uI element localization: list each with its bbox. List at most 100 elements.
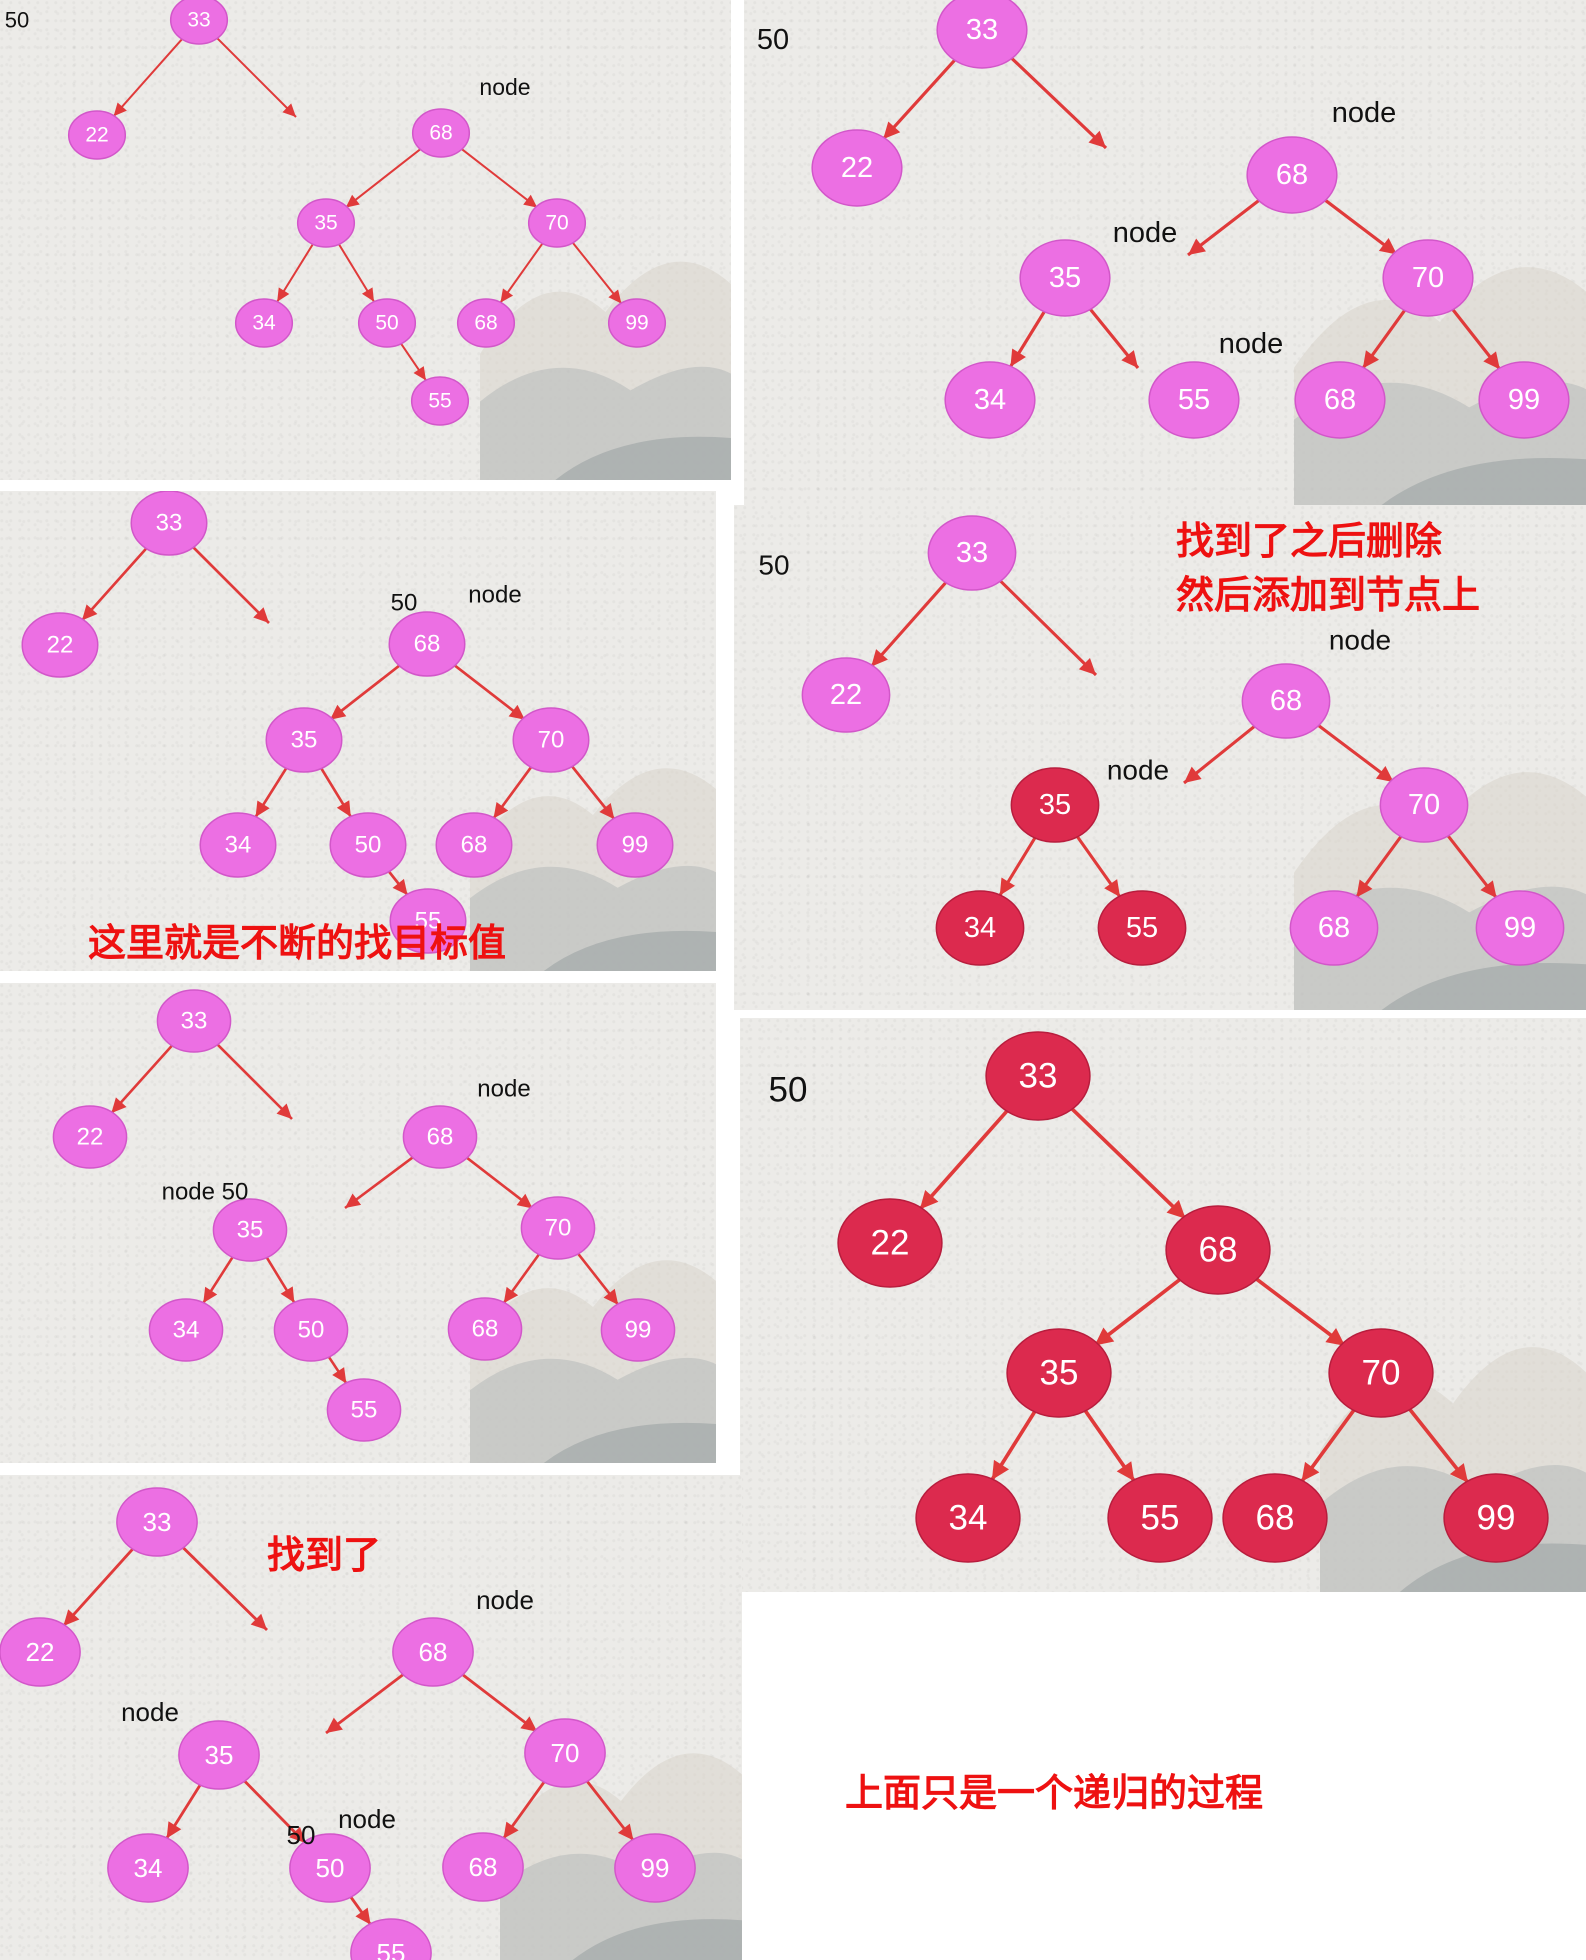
node-circle xyxy=(614,1833,696,1903)
node-label: node xyxy=(1107,755,1169,786)
arrowhead xyxy=(999,877,1016,896)
tree-node: 70 xyxy=(1328,1328,1434,1418)
arrowhead xyxy=(520,1716,538,1732)
node-circle xyxy=(1328,1328,1434,1418)
node-value: 50 xyxy=(375,312,398,335)
arrowhead xyxy=(1356,879,1373,898)
node-value: 68 xyxy=(427,1124,454,1151)
tree-node: 99 xyxy=(600,1298,676,1362)
node-value: 34 xyxy=(974,384,1006,416)
node-circle xyxy=(52,1105,128,1169)
tree-edge xyxy=(329,662,403,721)
node-label: node xyxy=(468,582,521,609)
node-label: node 50 xyxy=(162,1179,249,1206)
tree-node: 68 xyxy=(402,1105,478,1169)
arrowhead xyxy=(991,1459,1009,1480)
arrowhead xyxy=(1301,1461,1320,1482)
node-circle xyxy=(392,1617,474,1687)
arrowhead xyxy=(523,194,538,208)
tree-edge xyxy=(215,1042,293,1120)
tree-node: 55 xyxy=(1107,1473,1213,1563)
node-value: 22 xyxy=(26,1637,55,1667)
arrowhead xyxy=(336,800,351,817)
node-value: 34 xyxy=(964,912,996,944)
node-value: 22 xyxy=(85,124,108,147)
tree-edge xyxy=(190,544,270,624)
node-circle xyxy=(442,1832,524,1902)
tree-edge xyxy=(110,1043,175,1115)
node-value: 99 xyxy=(1477,1499,1516,1538)
node-value: 99 xyxy=(622,832,649,859)
node-value: 55 xyxy=(351,1397,378,1424)
arrowhead xyxy=(1116,1461,1135,1482)
node-value: 22 xyxy=(841,152,873,184)
node-circle xyxy=(116,1487,198,1557)
tree-node: 68 xyxy=(388,611,466,677)
node-circle xyxy=(1006,1328,1112,1418)
node-circle xyxy=(148,1298,224,1362)
arrowhead xyxy=(1188,238,1206,255)
node-value: 68 xyxy=(1276,159,1308,191)
tree-node: 34 xyxy=(944,361,1036,439)
background-shore xyxy=(1381,457,1586,505)
node-circle xyxy=(326,1378,402,1442)
value-label: 50 xyxy=(769,1071,808,1110)
node-circle xyxy=(0,1617,81,1687)
node-circle xyxy=(1165,1205,1271,1295)
tree-edge xyxy=(1068,1105,1187,1221)
node-circle xyxy=(289,1833,371,1903)
node-circle xyxy=(1478,361,1570,439)
tree-node: 55 xyxy=(1097,890,1187,966)
tree-node: 68 xyxy=(392,1617,474,1687)
node-value: 68 xyxy=(1270,685,1302,717)
node-circle xyxy=(512,707,590,773)
arrowhead xyxy=(1362,350,1380,369)
tree-node: 22 xyxy=(21,612,99,678)
arrowhead xyxy=(500,288,514,303)
node-value: 33 xyxy=(1019,1057,1058,1096)
node-circle xyxy=(212,1198,288,1262)
tree-node: 33 xyxy=(936,0,1028,69)
tree-node: 99 xyxy=(1475,890,1565,966)
arrowhead xyxy=(919,1189,939,1210)
node-value: 50 xyxy=(316,1853,345,1883)
tree-node: 55 xyxy=(326,1378,402,1442)
arrowhead xyxy=(617,1823,634,1841)
node-value: 99 xyxy=(625,312,648,335)
node-value: 50 xyxy=(355,832,382,859)
node-circle xyxy=(1443,1473,1549,1563)
tree-edge xyxy=(1093,1275,1185,1347)
node-value: 22 xyxy=(871,1224,910,1263)
node-circle xyxy=(273,1298,349,1362)
tree-node: 50 xyxy=(329,812,407,878)
node-circle xyxy=(927,515,1017,591)
node-circle xyxy=(389,888,467,954)
tree-node: 34 xyxy=(148,1298,224,1362)
node-label: node xyxy=(479,74,530,100)
tree-edge xyxy=(1008,55,1108,150)
arrowhead xyxy=(1325,1327,1346,1346)
node-circle xyxy=(944,361,1036,439)
node-circle xyxy=(985,1031,1091,1121)
node-circle xyxy=(837,1198,943,1288)
node-circle xyxy=(1107,1473,1213,1563)
node-value: 99 xyxy=(641,1853,670,1883)
node-value: 34 xyxy=(173,1317,200,1344)
node-circle xyxy=(265,707,343,773)
node-value: 68 xyxy=(429,122,452,145)
tree-node: 22 xyxy=(837,1198,943,1288)
node-value: 33 xyxy=(187,9,210,32)
node-circle xyxy=(1097,890,1187,966)
node-circle xyxy=(1148,361,1240,439)
arrowhead xyxy=(355,1907,371,1925)
arrowhead xyxy=(113,102,127,117)
arrowhead xyxy=(503,1821,519,1839)
node-value: 35 xyxy=(1039,789,1071,821)
node-value: 50 xyxy=(298,1317,325,1344)
arrowhead xyxy=(493,801,509,819)
